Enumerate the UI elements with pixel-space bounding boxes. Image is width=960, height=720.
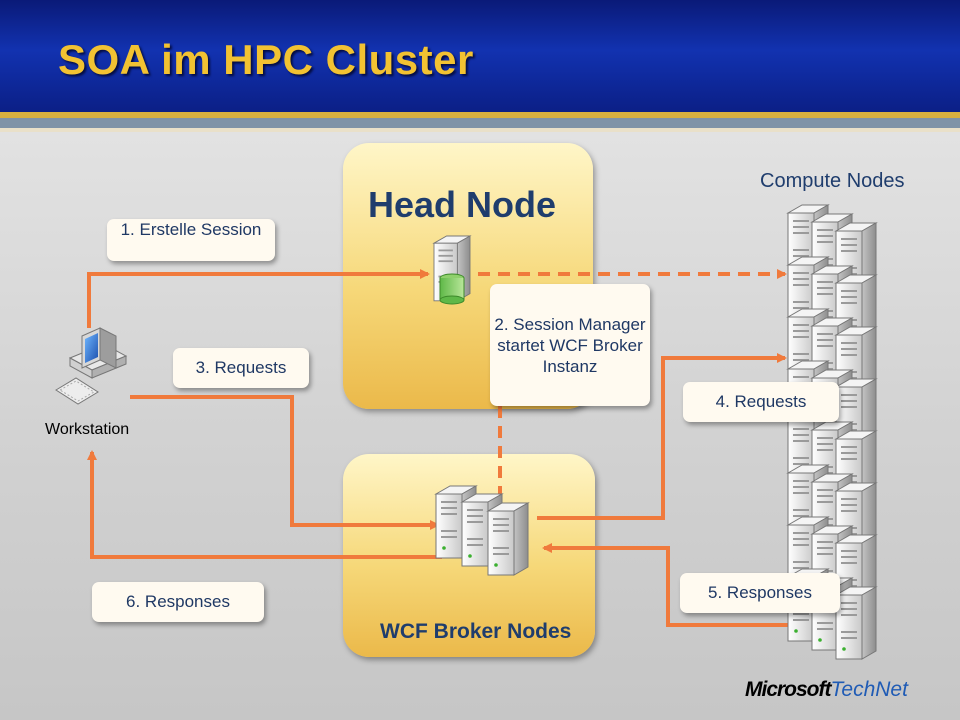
workstation-label: Workstation (45, 421, 130, 438)
step-create-session: 1. Erstelle Session (107, 219, 275, 261)
step-requests-4: 4. Requests (683, 382, 839, 422)
title-bar-gold-stripe (0, 112, 960, 118)
head-node-label: Head Node (368, 184, 557, 225)
title-bar-light-stripe (0, 128, 960, 132)
compute-nodes-label: Compute Nodes (760, 170, 905, 192)
arrow-create-session (87, 269, 430, 328)
logo-technet: TechNet (830, 678, 908, 701)
compute-server (835, 586, 877, 660)
step-responses-5: 5. Responses (680, 573, 840, 613)
broker-server-icon (435, 485, 529, 576)
arrow-responses-5 (542, 543, 795, 627)
workstation-icon (55, 327, 128, 405)
arrow-responses-6 (87, 450, 442, 559)
head-node-server-icon (433, 235, 471, 305)
step-session-manager-text: 2. Session Manager startet WCF Broker In… (494, 314, 646, 376)
step-responses-6: 6. Responses (92, 582, 264, 622)
microsoft-technet-logo: MicrosoftTechNet (745, 678, 908, 702)
title-bar-grey-stripe (0, 118, 960, 128)
step-session-manager: 2. Session Manager startet WCF Broker In… (490, 284, 650, 406)
title-bar (0, 0, 960, 112)
arrow-requests-3 (130, 395, 440, 530)
arrow-requests-4 (537, 353, 787, 520)
broker-nodes-label: WCF Broker Nodes (380, 620, 572, 643)
slide-title: SOA im HPC Cluster (58, 36, 474, 83)
step-requests-3: 3. Requests (173, 348, 309, 388)
logo-microsoft: Microsoft (745, 678, 831, 701)
